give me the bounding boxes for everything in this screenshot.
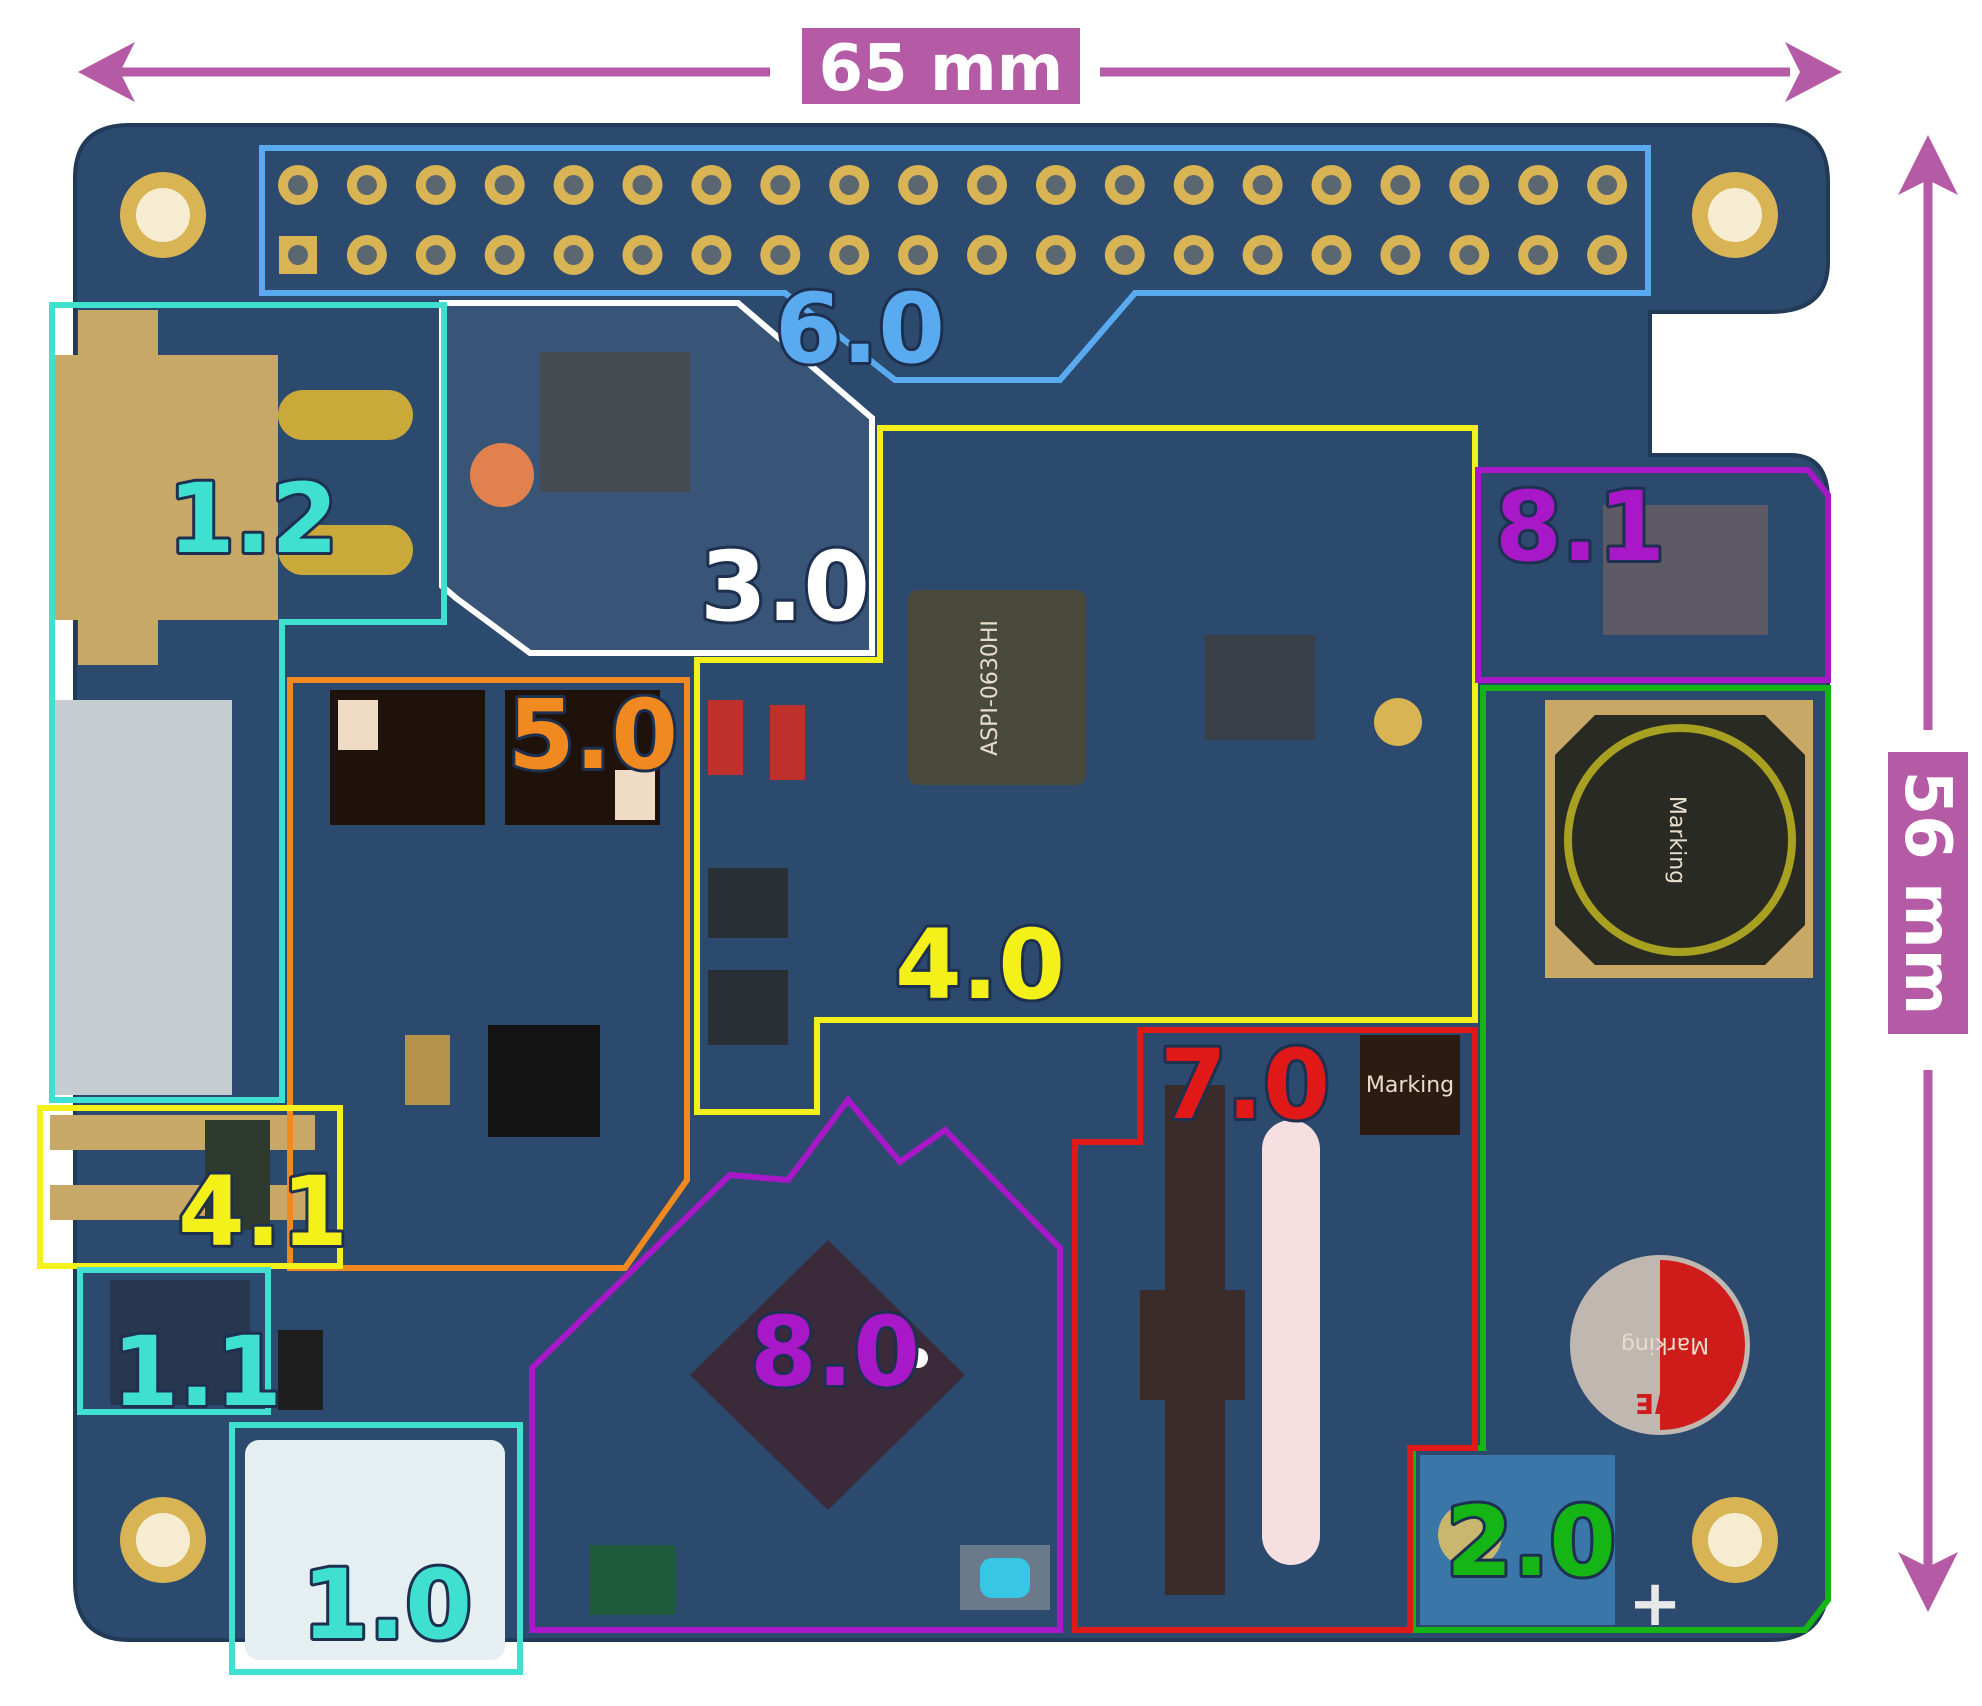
gpio-pin-hole: [356, 175, 377, 195]
gpio-pin-hole: [563, 245, 584, 265]
connector-8-1: [1603, 505, 1768, 635]
gpio-pin-hole: [701, 245, 722, 265]
chip-7-0-marking: Marking: [1366, 1073, 1454, 1098]
gpio-pin-hole: [1390, 175, 1411, 195]
gpio-pin-hole: [563, 175, 584, 195]
gpio-pin-hole: [1045, 175, 1066, 195]
gpio-pin-hole: [1252, 175, 1273, 195]
gpio-pin-hole: [1459, 175, 1480, 195]
gpio-pin-hole: [770, 245, 791, 265]
height-label: 56 mm: [1890, 771, 1964, 1016]
region-label-1-2: 1.2: [168, 463, 338, 575]
sma-connector-body: [50, 355, 278, 620]
region-label-8-0: 8.0: [750, 1296, 920, 1408]
height-arrow-bottom-head: [1898, 1552, 1958, 1612]
chip-7-0: [1360, 1035, 1460, 1135]
gpio-pin-hole: [977, 175, 997, 195]
components: ASPI-0630HI Marking Marking WE + Marking: [50, 310, 1813, 1660]
gpio-pin-hole: [1528, 175, 1549, 195]
gpio-pin-hole: [839, 245, 860, 265]
region-label-2-0: 2.0: [1446, 1486, 1616, 1598]
region-outline-6-0: [259, 145, 1651, 383]
region-label-3-0: 3.0: [700, 531, 870, 643]
sma-pin-bottom: [278, 525, 413, 575]
switch-1-1: [110, 1280, 250, 1405]
oscillator-7-0: [1262, 1120, 1320, 1565]
region-label-7-0: 7.0: [1160, 1029, 1330, 1141]
gpio-pin-hole: [1459, 245, 1480, 265]
width-arrow-right-head: [1785, 42, 1842, 102]
mcu-8-0: [690, 1240, 965, 1510]
ic-5-0: [488, 1025, 600, 1137]
region-outline-4-1: [37, 1105, 343, 1269]
gpio-pin-hole: [632, 175, 653, 195]
region-label-1-0: 1.0: [302, 1549, 472, 1661]
gpio-pin-hole: [1114, 245, 1135, 265]
pcb-board-edge: [73, 123, 1830, 1642]
gpio-pin-hole: [1045, 245, 1066, 265]
width-arrow-left-head: [78, 42, 135, 102]
gpio-pin-hole: [494, 175, 515, 195]
gpio-pin-hole: [701, 175, 722, 195]
gpio-header: [278, 165, 1628, 275]
gpio-pin-hole: [1528, 245, 1549, 265]
region-label-8-1: 8.1: [1495, 471, 1665, 583]
height-dimension: 56 mm: [1888, 135, 1968, 1612]
region-label-1-1: 1.1: [112, 1316, 282, 1428]
gpio-pin-hole: [770, 175, 791, 195]
region-outline-1-1: [77, 1267, 271, 1415]
gpio-pin-hole: [425, 245, 446, 265]
gpio-pin-hole: [839, 175, 860, 195]
gpio-pin-hole: [1597, 175, 1618, 195]
round-inductor-ring: [1564, 724, 1796, 956]
buzzer-marking: Marking: [1621, 1332, 1709, 1357]
width-label: 65 mm: [819, 32, 1064, 106]
gpio-pin-hole: [425, 175, 446, 195]
inductor-marking: ASPI-0630HI: [978, 620, 1003, 756]
ic-4-0: [1205, 635, 1315, 740]
gpio-pin-hole: [356, 245, 377, 265]
gpio-pin-hole: [1114, 175, 1135, 195]
gpio-pin-hole: [288, 175, 308, 195]
sma-pin-top: [278, 390, 413, 440]
region-label-5-0: 5.0: [508, 679, 678, 791]
usb-c-connector: [245, 1440, 505, 1660]
gpio-pin-hole: [288, 245, 308, 265]
inductor-aspi: [908, 590, 1086, 785]
gpio-pin-hole: [977, 245, 997, 265]
gpio-pin-hole: [908, 175, 929, 195]
gpio-pin-hole: [1183, 175, 1204, 195]
gpio-pin-hole: [494, 245, 515, 265]
gpio-pin-hole: [1321, 175, 1342, 195]
ic-3-0: [540, 352, 690, 492]
region-outline-8-1: [1475, 467, 1831, 683]
gpio-pin-hole: [908, 245, 929, 265]
gpio-pin-hole: [1390, 245, 1411, 265]
region-label-6-0: 6.0: [775, 273, 945, 385]
region-outline-1-0: [229, 1422, 523, 1675]
region-outline-8-0: [529, 1095, 1063, 1633]
height-arrow-top-head: [1898, 135, 1958, 195]
gpio-pin-hole: [1252, 245, 1273, 265]
mounting-holes: [120, 172, 1778, 1583]
width-dimension: 65 mm: [78, 28, 1842, 106]
region-label-4-1: 4.1: [178, 1156, 348, 1268]
side-connector: [52, 700, 232, 1095]
gpio-pin-hole: [1597, 245, 1618, 265]
gpio-pin-hole: [1321, 245, 1342, 265]
gpio-pin-hole: [1183, 245, 1204, 265]
region-labels: 1.2 6.0 3.0 8.1 5.0 4.0 7.0 4.1 1.1 8.0 …: [109, 270, 1668, 1664]
gpio-pin-hole: [632, 245, 653, 265]
width-label-box: [802, 28, 1080, 104]
round-inductor-marking: Marking: [1664, 796, 1689, 884]
region-outline-1-2: [49, 302, 447, 1103]
region-label-4-0: 4.0: [895, 909, 1065, 1021]
buzzer-logo: WE: [1635, 1387, 1685, 1420]
region-outline-7-0: [1072, 1027, 1478, 1633]
region-outlines: [37, 145, 1831, 1675]
height-label-box: [1888, 752, 1968, 1034]
